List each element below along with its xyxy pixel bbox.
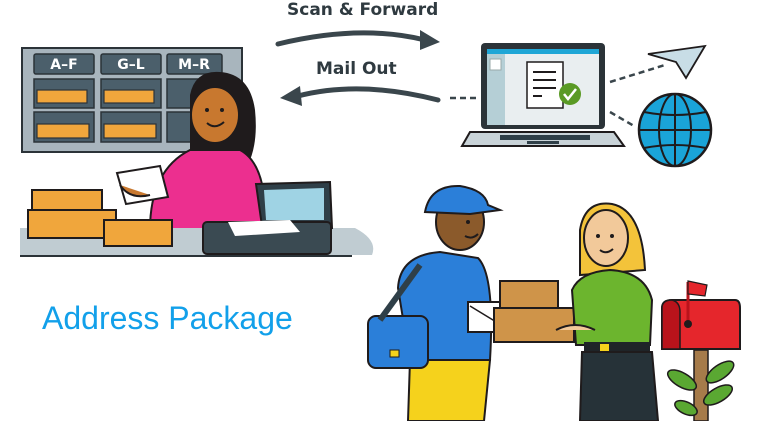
bin-label-g-l: G–L xyxy=(117,57,144,73)
address-package-caption: Address Package xyxy=(42,300,293,336)
handoff-packages xyxy=(493,280,575,343)
scan-forward-label: Scan & Forward xyxy=(287,0,439,20)
laptop-icon xyxy=(460,43,626,147)
paper-plane-icon xyxy=(609,44,707,84)
mail-sorting-rack xyxy=(21,47,243,153)
courier-man xyxy=(367,184,519,421)
counter xyxy=(20,180,374,257)
mail-out-label: Mail Out xyxy=(316,59,397,79)
globe-icon xyxy=(609,92,713,168)
mailbox-icon xyxy=(661,280,741,421)
scan-forward-arrow xyxy=(275,30,440,50)
bin-label-a-f: A–F xyxy=(50,57,77,73)
clerk-woman xyxy=(115,71,267,231)
customer-woman xyxy=(555,202,660,421)
bin-label-m-r: M–R xyxy=(178,57,210,73)
mail-out-arrow xyxy=(280,86,476,106)
